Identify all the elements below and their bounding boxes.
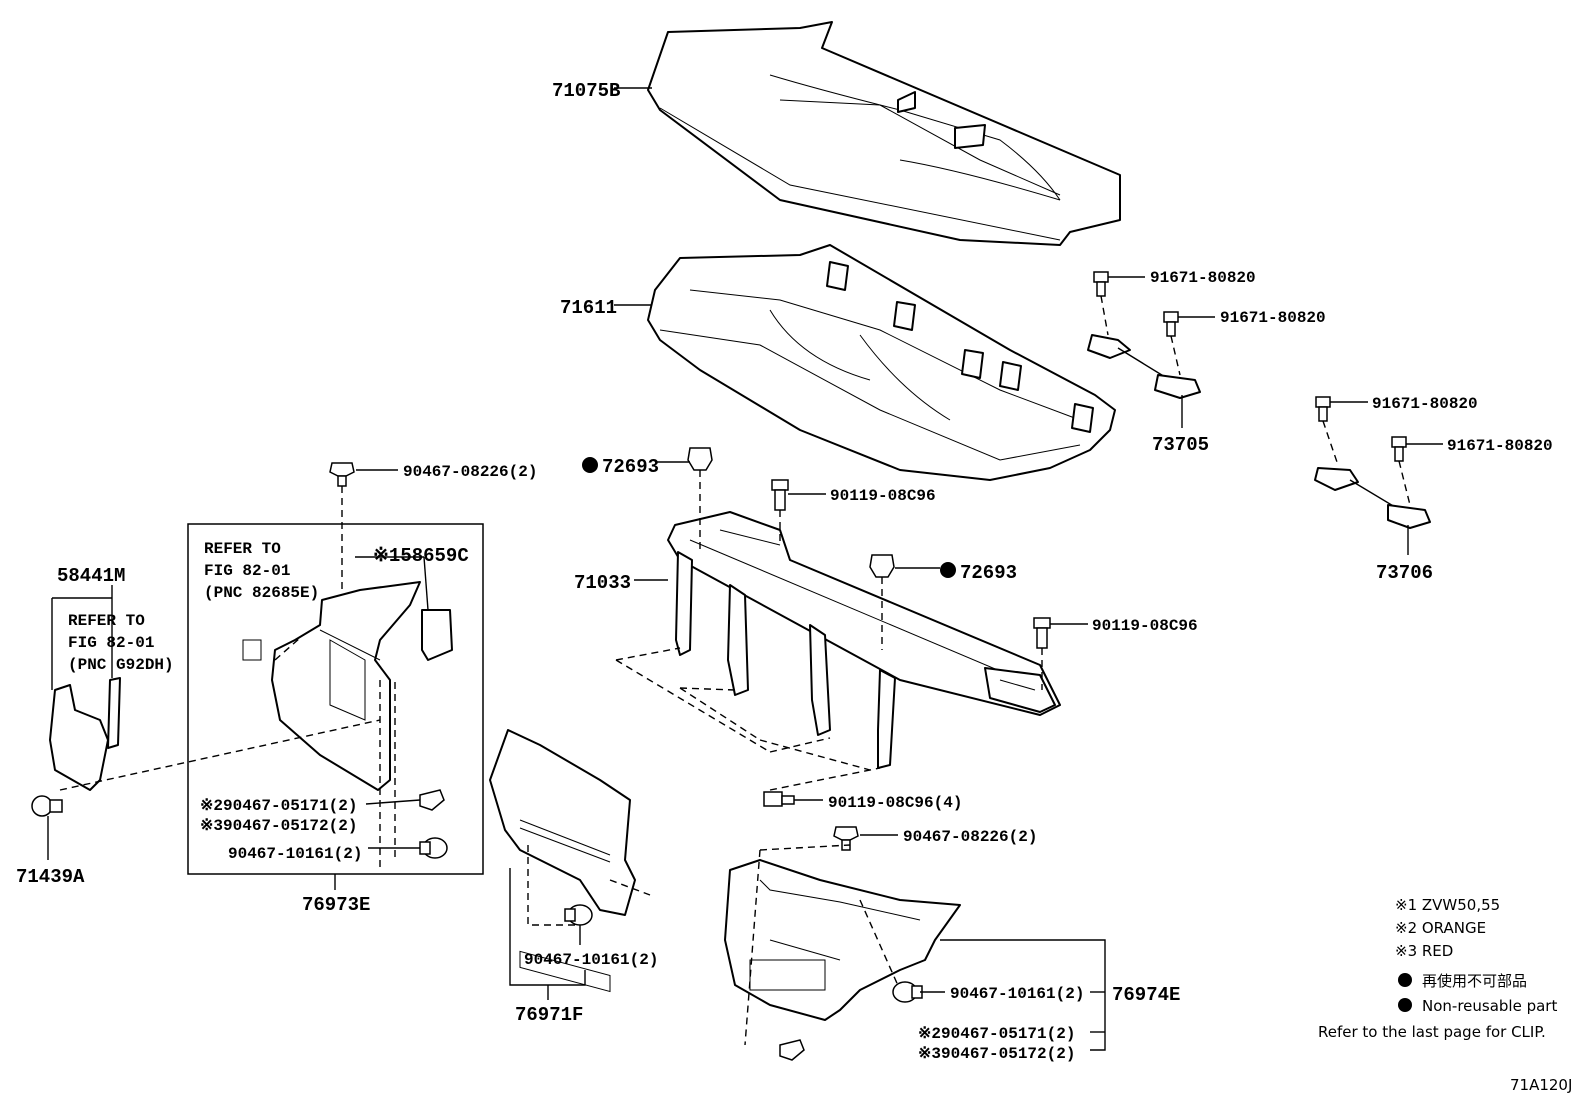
label-91671-80820-d: 91671-80820: [1447, 437, 1553, 455]
side-cover-76973E-drawing: [242, 581, 453, 870]
bolt-90119-a-drawing: [771, 479, 789, 545]
legend-nonreusable-en: Non-reusable part: [1422, 997, 1557, 1015]
label-90467-05172-a: ※390467-05172(2): [200, 817, 357, 835]
label-90467-10161-b: 90467-10161(2): [524, 951, 658, 969]
clip-72693-b-drawing: [869, 554, 895, 650]
label-58441M: 58441M: [57, 565, 125, 587]
bolt-90119-c-drawing: [763, 791, 795, 807]
clip-90467-05171-a-drawing: [419, 789, 445, 811]
belt-anchor-73705-drawing: [1087, 271, 1201, 399]
label-71075B: 71075B: [552, 80, 620, 102]
label-73705: 73705: [1152, 434, 1209, 456]
seat-cushion-cover-drawing: [647, 21, 1121, 246]
label-71033: 71033: [574, 572, 631, 594]
label-90119-08C96-b: 90119-08C96: [1092, 617, 1198, 635]
legend-note-2: ※2 ORANGE: [1395, 919, 1486, 937]
label-91671-80820-a: 91671-80820: [1150, 269, 1256, 287]
legend: ※1 ZVW50,55 ※2 ORANGE ※3 RED 再使用不可部品 Non…: [1318, 896, 1557, 1041]
legend-note-1: ※1 ZVW50,55: [1395, 896, 1500, 914]
refer-b-line3: (PNC G92DH): [68, 656, 174, 674]
refer-b-line1: REFER TO: [68, 612, 145, 630]
label-90467-10161-a: 90467-10161(2): [228, 845, 362, 863]
panel-76971F-drawing: [489, 729, 651, 993]
label-91671-80820-b: 91671-80820: [1220, 309, 1326, 327]
label-76974E: 76974E: [1112, 984, 1180, 1006]
label-76971F: 76971F: [515, 1004, 583, 1026]
figure-id: 71A120J: [1510, 1076, 1572, 1094]
clip-90467-10161-b-drawing: [564, 904, 593, 926]
label-90467-05171-a: ※290467-05171(2): [200, 797, 357, 815]
legend-dot-jp: [1398, 973, 1412, 987]
refer-b-line2: FIG 82-01: [68, 634, 154, 652]
legend-note-3: ※3 RED: [1395, 942, 1453, 960]
label-71611: 71611: [560, 297, 617, 319]
label-90467-05171-b: ※290467-05171(2): [918, 1025, 1075, 1043]
label-72693-a: 72693: [602, 456, 659, 478]
clip-90467-05171-b-drawing: [779, 1039, 805, 1061]
legend-dot-en: [1398, 998, 1412, 1012]
label-72693-b: 72693: [960, 562, 1017, 584]
label-90467-10161-c: 90467-10161(2): [950, 985, 1084, 1003]
label-90467-08226-a: 90467-08226(2): [403, 463, 537, 481]
bolt-90119-b-drawing: [1033, 617, 1051, 690]
legend-nonreusable-jp: 再使用不可部品: [1422, 972, 1527, 990]
label-158659C: ※158659C: [373, 545, 469, 567]
refer-a-line2: FIG 82-01: [204, 562, 290, 580]
refer-a-line1: REFER TO: [204, 540, 281, 558]
clip-90467-10161-c-drawing: [892, 981, 923, 1003]
label-90119-08C96-4: 90119-08C96(4): [828, 794, 962, 812]
clip-90467-08226-b-drawing: [833, 826, 859, 851]
nonreusable-dot-b: [940, 562, 956, 578]
label-91671-80820-c: 91671-80820: [1372, 395, 1478, 413]
trim-panel-58441M-drawing: [49, 585, 381, 791]
label-76973E: 76973E: [302, 894, 370, 916]
label-90467-05172-b: ※390467-05172(2): [918, 1045, 1075, 1063]
clip-90467-10161-a-drawing: [419, 837, 448, 859]
refer-a-line3: (PNC 82685E): [204, 584, 319, 602]
label-90467-08226-b: 90467-08226(2): [903, 828, 1037, 846]
seat-frame-drawing: [667, 511, 1061, 769]
label-73706: 73706: [1376, 562, 1433, 584]
panel-76974E-drawing: [724, 844, 961, 1046]
belt-anchor-73706-drawing: [1314, 396, 1431, 529]
seat-cushion-pad-drawing: [647, 244, 1116, 481]
clip-90467-08226-a-drawing: [329, 462, 355, 610]
label-90119-08C96-a: 90119-08C96: [830, 487, 936, 505]
clip-71439A-drawing: [31, 795, 63, 817]
legend-clip-note: Refer to the last page for CLIP.: [1318, 1023, 1546, 1041]
label-71439A: 71439A: [16, 866, 85, 888]
nonreusable-dot-a: [582, 457, 598, 473]
clip-72693-a-drawing: [687, 447, 713, 550]
